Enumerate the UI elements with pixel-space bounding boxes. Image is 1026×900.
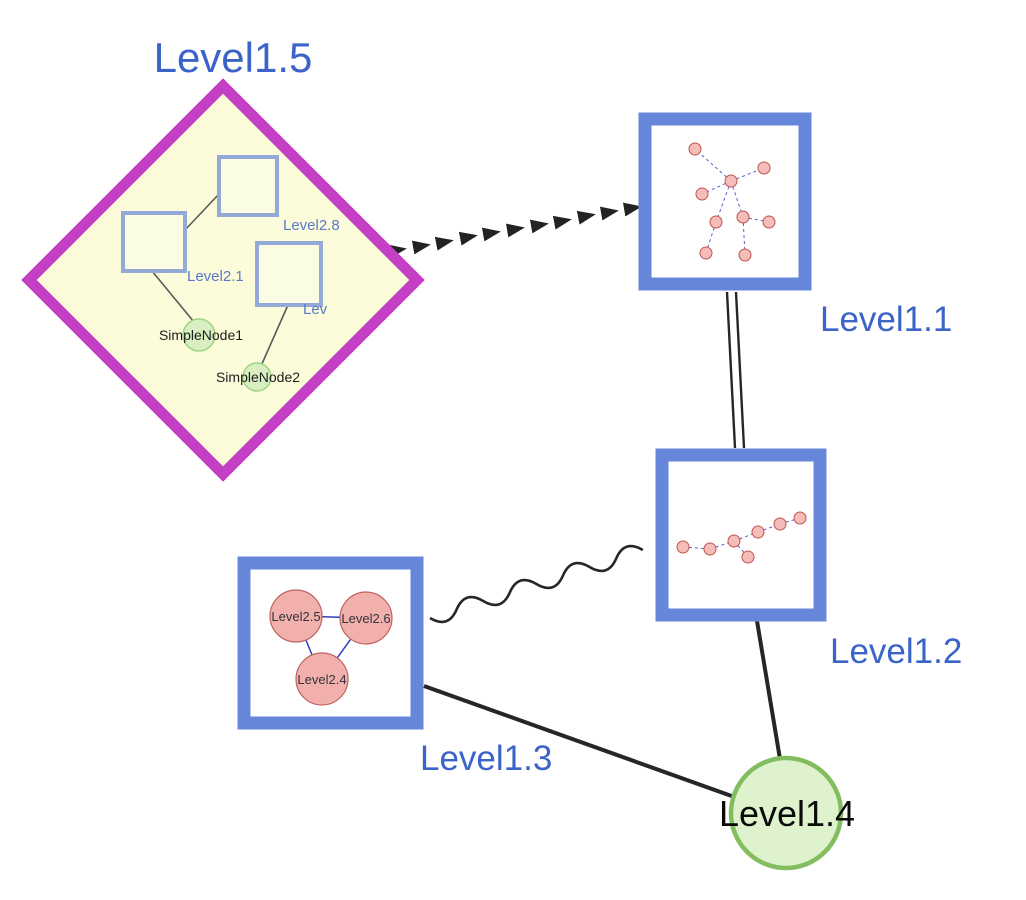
level1_2-minigraph <box>676 511 807 564</box>
mini-graph-edge[interactable] <box>715 180 732 223</box>
node-level1_3-group[interactable] <box>237 556 424 730</box>
mini-graph-node[interactable] <box>676 540 690 554</box>
mini-graph-node[interactable] <box>727 534 741 548</box>
node-level1_4[interactable] <box>728 755 844 871</box>
edge-level1_1-level1_2-a[interactable] <box>725 291 737 449</box>
mini-graph-edge[interactable] <box>682 546 711 550</box>
mini-graph-edge[interactable] <box>709 540 735 550</box>
node-level2_5[interactable] <box>269 589 323 643</box>
edge-level1_3-level1_2-wavy[interactable] <box>429 544 644 624</box>
label-level1_5: Level1.5 <box>154 34 313 81</box>
mini-graph-edge[interactable] <box>733 531 759 542</box>
mini-graph-node[interactable] <box>695 187 709 201</box>
node-level2_4[interactable] <box>295 652 349 706</box>
edge-level1_5-level1_1[interactable] <box>387 202 642 259</box>
mini-graph-node[interactable] <box>699 246 713 260</box>
label-level2_6: Level2.6 <box>341 611 390 626</box>
label-simplenode2: SimpleNode2 <box>216 369 300 385</box>
node-level2_x-square[interactable] <box>255 241 323 307</box>
edge-level1_3-level1_4[interactable] <box>423 684 741 801</box>
inner-edge-square_left-square_top[interactable] <box>184 193 220 231</box>
label-level2_1: Level2.1 <box>187 268 244 285</box>
mini-graph-node[interactable] <box>738 248 752 262</box>
mini-graph-node[interactable] <box>741 550 755 564</box>
node-level2_8-square[interactable] <box>217 155 279 217</box>
label-simplenode1: SimpleNode1 <box>159 327 243 343</box>
label-level2_5: Level2.5 <box>271 609 320 624</box>
node-simplenode2[interactable] <box>242 362 272 392</box>
mini-graph-node[interactable] <box>703 542 717 556</box>
node-level1_2-group[interactable] <box>655 448 827 622</box>
edge-level1_1-level1_2-b[interactable] <box>734 291 746 449</box>
mini-graph-edge[interactable] <box>742 216 770 223</box>
label-level1_4: Level1.4 <box>719 793 855 834</box>
label-level1_1: Level1.1 <box>820 300 952 339</box>
label-level1_2: Level1.2 <box>830 632 962 671</box>
mini-graph-edge[interactable] <box>694 148 732 182</box>
inner-edge-square_right-simplenode2[interactable] <box>260 304 289 367</box>
mini-graph-node[interactable] <box>736 210 750 224</box>
inner-edge-square_left-simplenode1[interactable] <box>151 270 195 323</box>
node-simplenode1[interactable] <box>182 318 216 352</box>
node-level2_1-square[interactable] <box>121 211 187 273</box>
mini-graph-node[interactable] <box>724 174 738 188</box>
mini-graph-node[interactable] <box>709 215 723 229</box>
label-level2_8: Level2.8 <box>283 217 340 234</box>
mini-graph-node[interactable] <box>688 142 702 156</box>
node-level2_6[interactable] <box>339 591 393 645</box>
label-level1_3: Level1.3 <box>420 739 552 778</box>
mini-graph-node[interactable] <box>757 161 771 175</box>
node-level1_1-group[interactable] <box>638 112 812 291</box>
mini-graph-node[interactable] <box>773 517 787 531</box>
edge-level1_2-level1_4[interactable] <box>755 620 782 760</box>
label-level2_x-truncated: Lev <box>303 301 328 318</box>
label-level2_4: Level2.4 <box>297 672 346 687</box>
node-level1_5-diamond[interactable] <box>21 78 425 482</box>
mini-graph-node[interactable] <box>793 511 807 525</box>
level1_1-minigraph <box>688 142 776 262</box>
mini-graph-node[interactable] <box>762 215 776 229</box>
mini-graph-node[interactable] <box>751 525 765 539</box>
